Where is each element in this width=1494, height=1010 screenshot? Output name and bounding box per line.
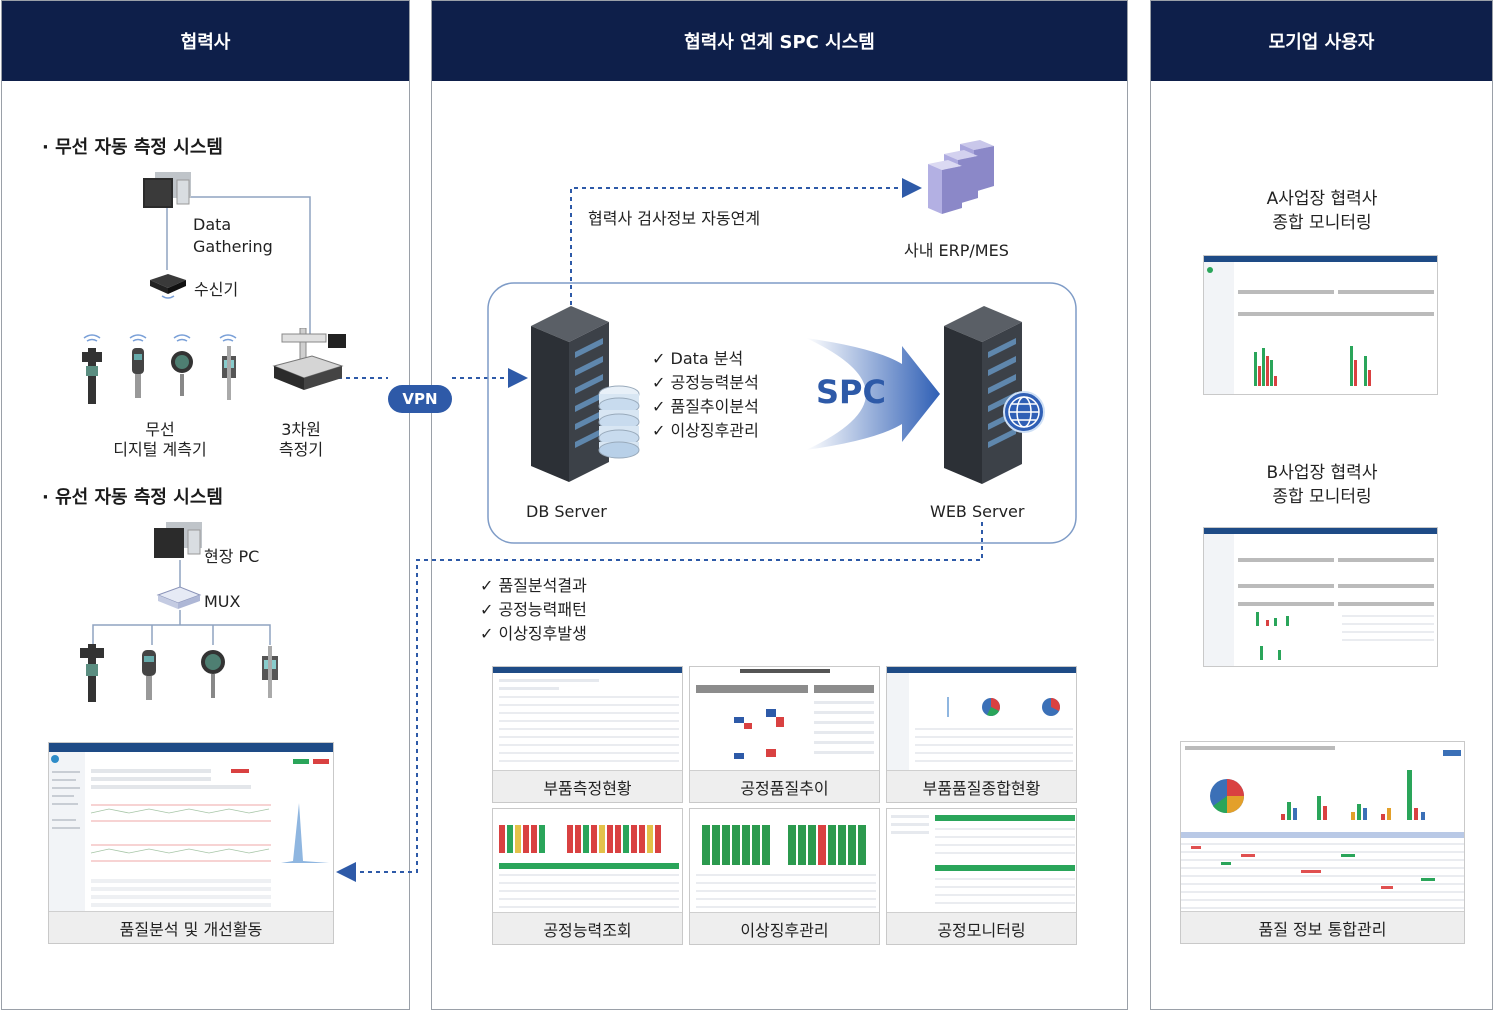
screen-capability: 공정능력조회: [492, 808, 683, 945]
screen-graphic: [887, 667, 1076, 772]
partner-screen-caption: 품질분석 및 개선활동: [49, 911, 333, 943]
result-item: ✓ 품질분석결과: [480, 576, 587, 595]
screen-graphic: [499, 825, 679, 908]
analysis-item: ✓ 공정능력분석: [652, 373, 759, 392]
parent-column-title: 모기업 사용자: [1151, 1, 1492, 81]
web-server-label: WEB Server: [930, 502, 1025, 521]
screen-graphic: [1204, 256, 1437, 394]
screen-process-monitoring: 공정모니터링: [886, 808, 1077, 945]
b-monitoring-line1: B사업장 협력사: [1266, 463, 1378, 483]
erp-label: 사내 ERP/MES: [904, 241, 1009, 260]
vpn-badge: VPN: [388, 385, 452, 413]
screen-graphic: [891, 815, 1075, 904]
screen-caption: 공정품질추이: [690, 770, 879, 802]
web-server-icon: [944, 306, 1045, 484]
a-monitoring-screen: [1203, 255, 1438, 395]
wireless-gauge-line2: 디지털 계측기: [113, 440, 207, 459]
screen-graphic: [493, 667, 682, 762]
db-server-label: DB Server: [526, 502, 607, 521]
cmm-line1: 3차원: [281, 420, 321, 439]
receiver-label: 수신기: [194, 280, 239, 299]
receiver-icon: [150, 274, 186, 299]
screen-caption: 공정모니터링: [887, 912, 1076, 944]
wireless-gauge-line1: 무선: [145, 420, 175, 439]
screen-part-summary: 부품품질종합현황: [886, 666, 1077, 803]
result-item: ✓ 공정능력패턴: [480, 600, 587, 619]
partner-screen-ui-graphic: [49, 743, 333, 913]
mux-icon: [156, 586, 202, 609]
partner-column-title: 협력사: [2, 1, 409, 81]
b-monitoring-screen: [1203, 527, 1438, 667]
screen-graphic: [1181, 746, 1464, 909]
analysis-list: ✓ Data 분석 ✓ 공정능력분석 ✓ 품질추이분석 ✓ 이상징후관리: [652, 347, 759, 443]
data-gathering-line1: Data: [193, 215, 232, 234]
spc-arrow-icon: [806, 338, 940, 450]
auto-link-label: 협력사 검사정보 자동연계: [588, 209, 761, 228]
a-monitoring-line1: A사업장 협력사: [1266, 189, 1378, 209]
screen-caption: 공정능력조회: [493, 912, 682, 944]
screen-graphic: [696, 669, 874, 759]
screen-anomaly: 이상징후관리: [689, 808, 880, 945]
partner-quality-screen: 품질분석 및 개선활동: [48, 742, 334, 944]
screen-graphic: [1204, 528, 1437, 666]
b-monitoring-line2: 종합 모니터링: [1272, 487, 1372, 507]
data-gathering-line2: Gathering: [193, 237, 273, 256]
spc-column-title: 협력사 연계 SPC 시스템: [432, 1, 1127, 81]
monitor-icon: [143, 172, 191, 208]
results-list: ✓ 품질분석결과 ✓ 공정능력패턴 ✓ 이상징후발생: [480, 574, 587, 646]
cmm-line2: 측정기: [278, 440, 324, 459]
analysis-item: ✓ 이상징후관리: [652, 421, 759, 440]
site-pc-label: 현장 PC: [204, 547, 260, 566]
wired-system-title: · 유선 자동 측정 시스템: [42, 487, 223, 508]
wireless-gauges-icon: [82, 334, 237, 404]
a-monitoring-line2: 종합 모니터링: [1272, 213, 1372, 233]
wireless-system-title: · 무선 자동 측정 시스템: [42, 137, 223, 158]
analysis-item: ✓ Data 분석: [652, 349, 744, 368]
analysis-item: ✓ 품질추이분석: [652, 397, 759, 416]
spc-label: SPC: [816, 373, 886, 411]
mux-label: MUX: [204, 592, 241, 611]
cmm-machine-icon: [272, 328, 346, 390]
screen-process-trend: 공정품질추이: [689, 666, 880, 803]
db-server-icon: [531, 306, 640, 482]
integrated-screen-caption: 품질 정보 통합관리: [1181, 911, 1464, 943]
erp-server-icon: [928, 140, 994, 214]
screen-caption: 부품측정현황: [493, 770, 682, 802]
wired-gauges-icon: [80, 644, 278, 702]
screen-graphic: [696, 825, 876, 908]
result-item: ✓ 이상징후발생: [480, 624, 587, 643]
site-pc-icon: [154, 522, 202, 558]
screen-caption: 이상징후관리: [690, 912, 879, 944]
screen-part-measurement: 부품측정현황: [492, 666, 683, 803]
screen-caption: 부품품질종합현황: [887, 770, 1076, 802]
integrated-quality-screen: 품질 정보 통합관리: [1180, 741, 1465, 944]
